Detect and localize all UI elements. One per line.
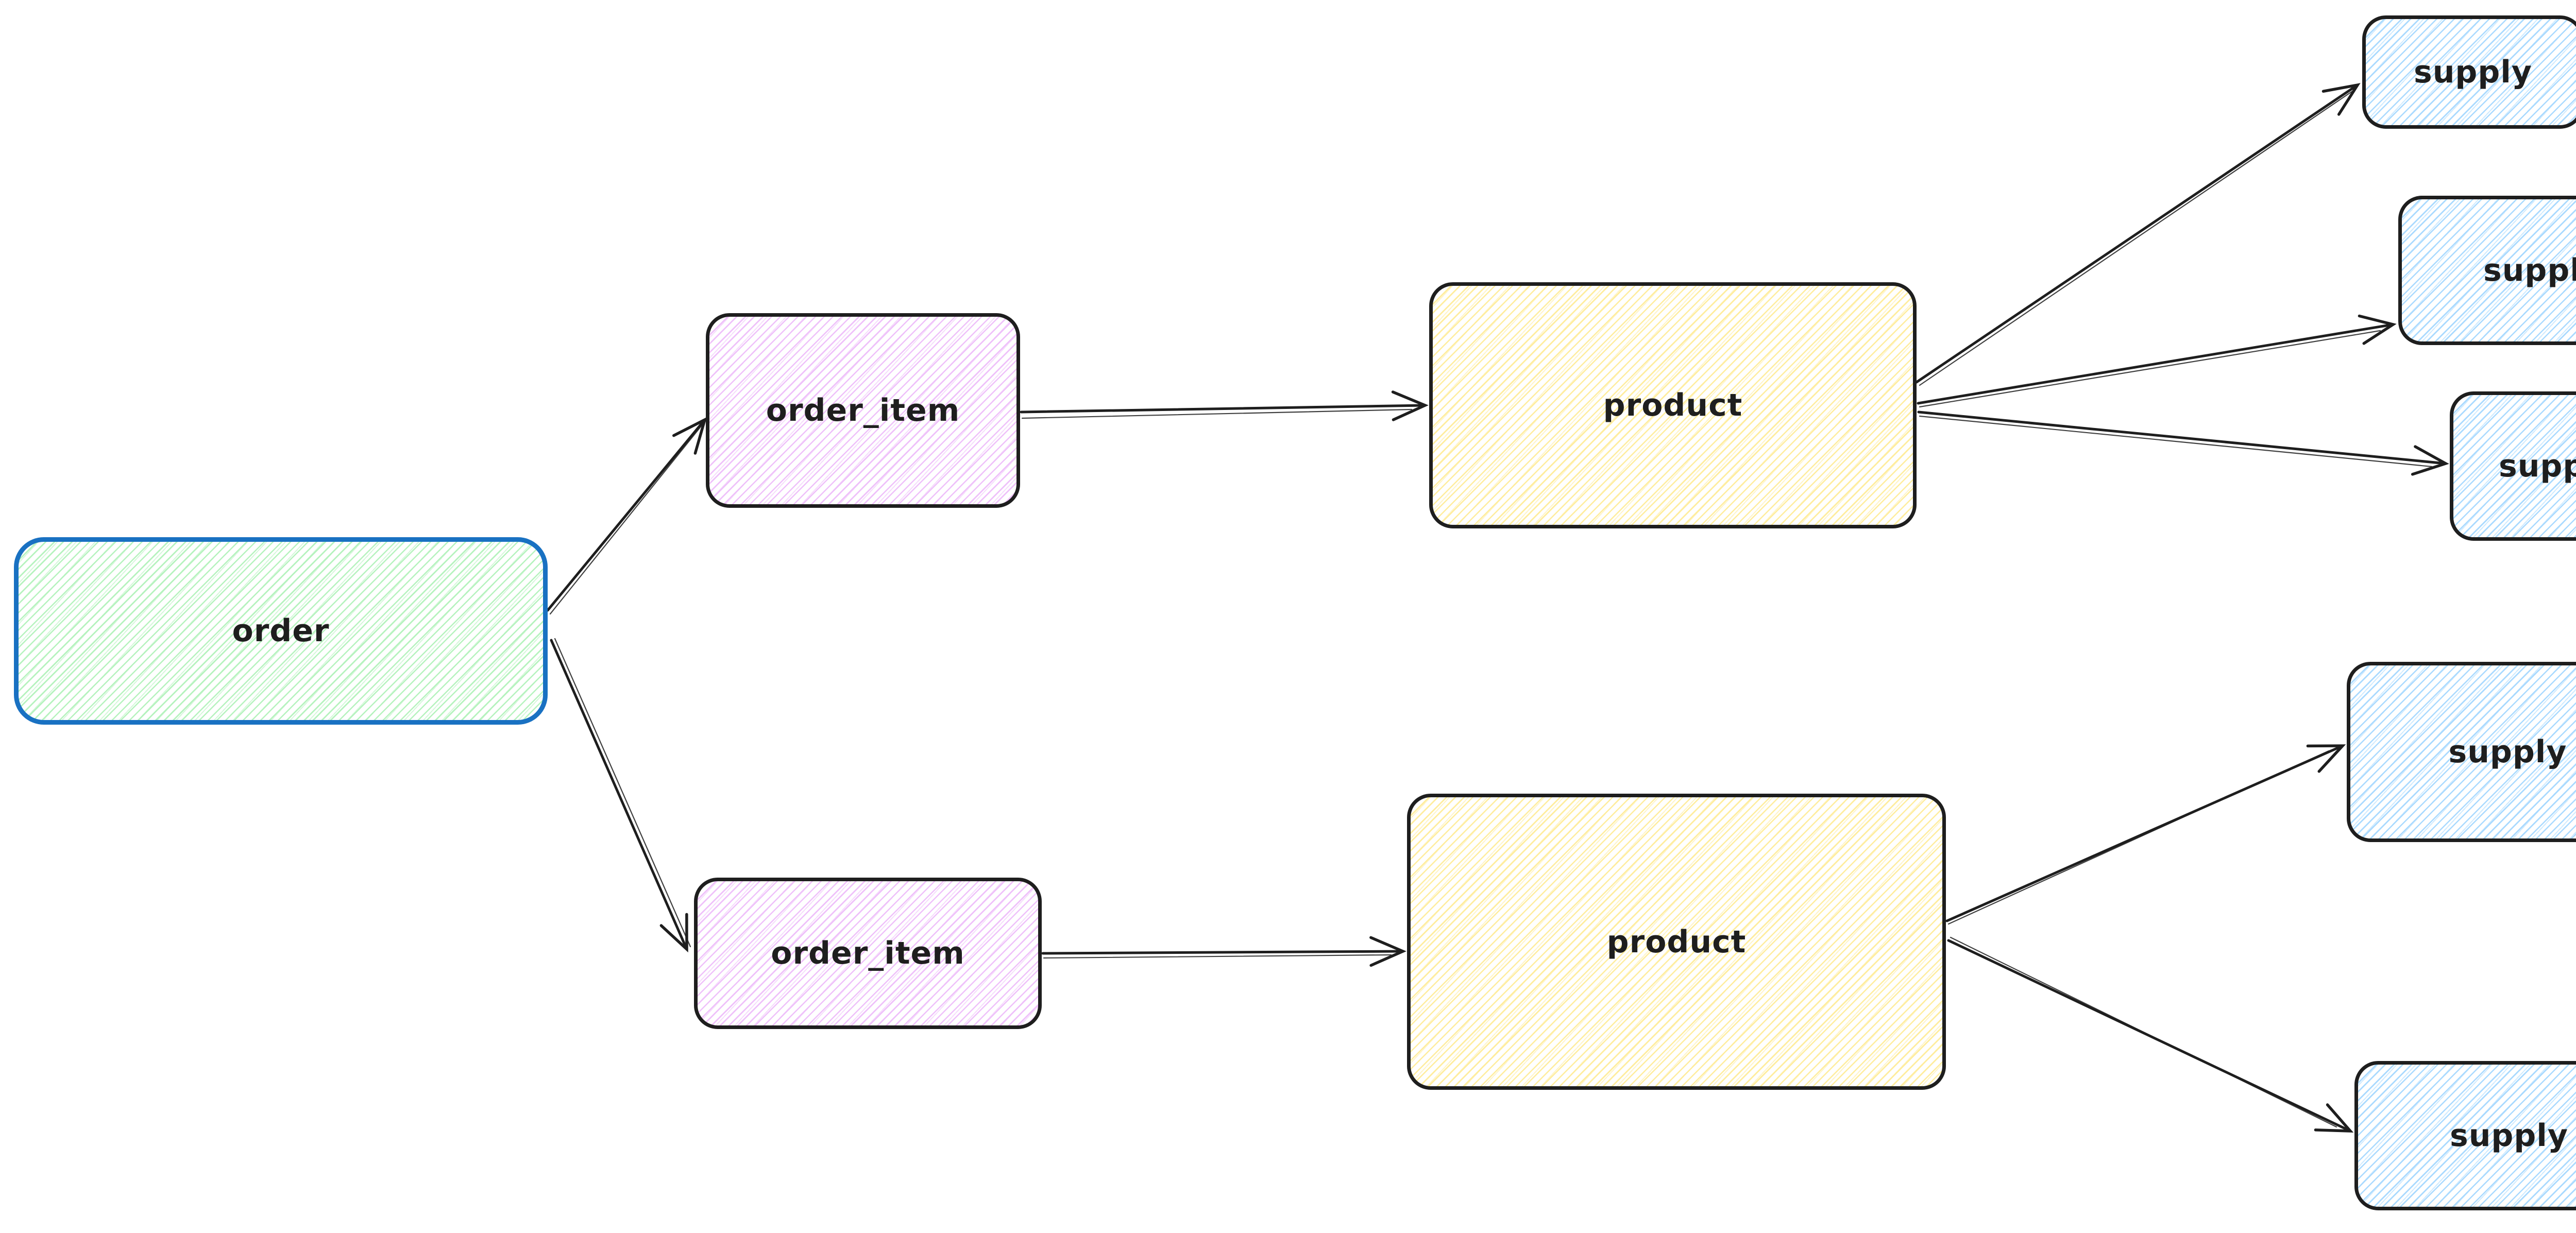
node-order-item-2[interactable]: order_item: [694, 878, 1042, 1029]
arrow-order-to-order-item-1[interactable]: [546, 417, 707, 615]
node-order[interactable]: order: [14, 537, 548, 725]
arrow-order-to-order-item-2[interactable]: [550, 638, 691, 953]
node-product-2-label: product: [1606, 923, 1747, 960]
arrow-product-1-to-supply-1[interactable]: [1915, 83, 2361, 386]
node-supply-1-label: supply: [2413, 54, 2532, 90]
node-product-2[interactable]: product: [1407, 794, 1946, 1090]
node-order-item-1-label: order_item: [766, 392, 960, 429]
arrow-product-2-to-supply-4[interactable]: [1945, 744, 2346, 925]
node-product-1[interactable]: product: [1429, 282, 1917, 528]
node-order-item-2-label: order_item: [771, 935, 965, 971]
node-supply-5-label: supply: [2449, 1118, 2568, 1154]
node-supply-2-label: supply: [2483, 252, 2576, 288]
arrow-product-1-to-supply-3[interactable]: [1917, 410, 2449, 476]
arrow-order-item-2-to-product-2[interactable]: [1041, 936, 1406, 967]
node-order-item-1[interactable]: order_item: [706, 313, 1020, 508]
node-order-label: order: [232, 613, 330, 649]
node-supply-3-label: supply: [2498, 448, 2576, 484]
node-supply-5[interactable]: supply: [2354, 1061, 2576, 1210]
arrow-product-2-to-supply-5[interactable]: [1947, 936, 2354, 1133]
node-supply-3[interactable]: supply: [2450, 391, 2576, 541]
node-supply-2[interactable]: supply: [2398, 196, 2576, 345]
node-supply-1[interactable]: supply: [2362, 15, 2576, 129]
node-supply-4-label: supply: [2448, 734, 2567, 770]
arrow-order-item-1-to-product-1[interactable]: [1020, 390, 1429, 421]
node-supply-4[interactable]: supply: [2347, 662, 2576, 842]
node-product-1-label: product: [1603, 387, 1743, 423]
arrow-product-1-to-supply-2[interactable]: [1917, 314, 2397, 408]
